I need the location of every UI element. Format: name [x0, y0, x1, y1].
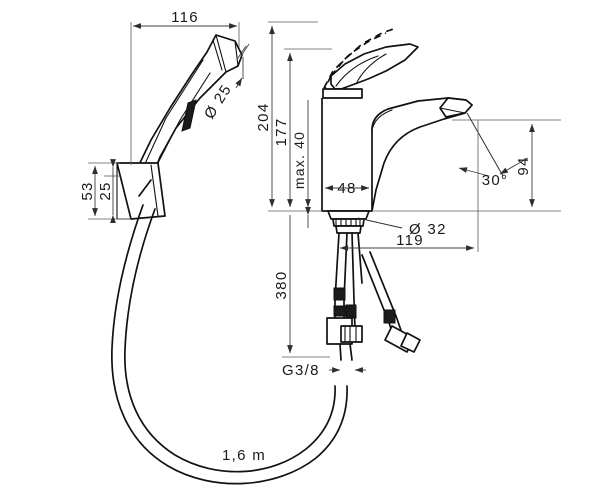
dim-30deg-label: 30° — [482, 172, 509, 189]
dim-177-label: 177 — [273, 118, 290, 147]
dimension-max-40: max. 40 — [291, 100, 311, 228]
lever-base-collar — [322, 88, 363, 99]
dim-d25-upper-tick — [237, 45, 247, 59]
hose-crimp-sleeve-2 — [333, 305, 347, 317]
base-washer — [332, 218, 365, 227]
hose-crimp-sleeve-1 — [333, 287, 346, 301]
angle-leader-line — [466, 112, 504, 177]
angle-arrow-left — [458, 167, 490, 177]
spout-outlet-edge — [439, 107, 466, 114]
hose-crimp-sleeve-4 — [383, 309, 396, 324]
handshower-push-button — [181, 99, 197, 132]
supply-hose-mid-right — [357, 232, 363, 284]
g38-nut-right-cap — [400, 332, 421, 353]
base-thread-hatch — [335, 218, 361, 227]
shower-hose-outer — [111, 204, 348, 485]
handshower-assembly — [111, 34, 348, 485]
dimension-380: 380 — [273, 215, 330, 358]
spout-inner-contour — [371, 109, 393, 131]
bracket-edge — [150, 164, 159, 217]
g38-nut-hatch — [344, 325, 357, 343]
dim-119-label: 119 — [396, 232, 424, 249]
supply-hose-mid-left — [351, 232, 356, 331]
handshower-face-edge — [215, 34, 227, 73]
dimension-116: 116 — [130, 9, 240, 165]
lever-crease — [355, 53, 387, 85]
dimension-204: 204 — [255, 21, 322, 212]
g38-nut-left — [340, 325, 363, 343]
d32-leader — [357, 217, 403, 229]
dim-94-label: 94 — [515, 156, 532, 175]
dim-204-label: 204 — [255, 103, 272, 132]
supply-hoses — [326, 232, 421, 353]
dim-d25-lower-arrow — [235, 77, 243, 89]
hose-crimp-sleeve-3 — [345, 304, 357, 319]
dim-25-label: 25 — [97, 181, 114, 200]
dim-d25-upper-tick2 — [240, 43, 250, 57]
mixer-base-fitting — [327, 210, 370, 234]
dimension-177: 177 — [273, 48, 332, 208]
base-nut — [335, 225, 362, 234]
hose-tail-left — [339, 343, 342, 361]
dim-48-label: 48 — [337, 180, 356, 197]
basin-mixer-assembly — [321, 27, 473, 361]
dimension-119: 119 — [339, 120, 479, 252]
dimension-diameter-32: Ø 32 — [357, 217, 447, 238]
dim-53-label: 53 — [79, 181, 96, 200]
angle-arrow-right — [499, 157, 529, 175]
dimension-30-degrees: 30° — [458, 112, 529, 189]
dimension-48: 48 — [324, 180, 370, 197]
handshower-face-edge2 — [212, 39, 223, 71]
dimension-g38: G3/8 — [282, 362, 366, 379]
dim-380-label: 380 — [273, 271, 290, 300]
lever-open-position-dashed-left — [322, 75, 332, 99]
dim-hose-label: 1,6 m — [222, 447, 266, 464]
shower-hose-inner — [124, 208, 336, 473]
dim-max40-label: max. 40 — [291, 131, 307, 189]
lever-underside-curve — [335, 55, 379, 87]
base-escutcheon — [327, 210, 370, 220]
handshower-face-rim — [234, 40, 239, 67]
dimension-hose-length: 1,6 m — [222, 447, 266, 464]
handshower-hose-stub — [138, 179, 152, 197]
dimension-94: 94 — [372, 119, 561, 212]
dim-116-label: 116 — [171, 9, 199, 26]
dim-g38-label: G3/8 — [282, 362, 320, 379]
hose-tail-right — [349, 343, 353, 361]
dim-d32-label: Ø 32 — [409, 221, 447, 238]
dimension-53-and-25: 53 25 — [79, 159, 131, 223]
supply-hose-right-inner — [369, 251, 404, 337]
